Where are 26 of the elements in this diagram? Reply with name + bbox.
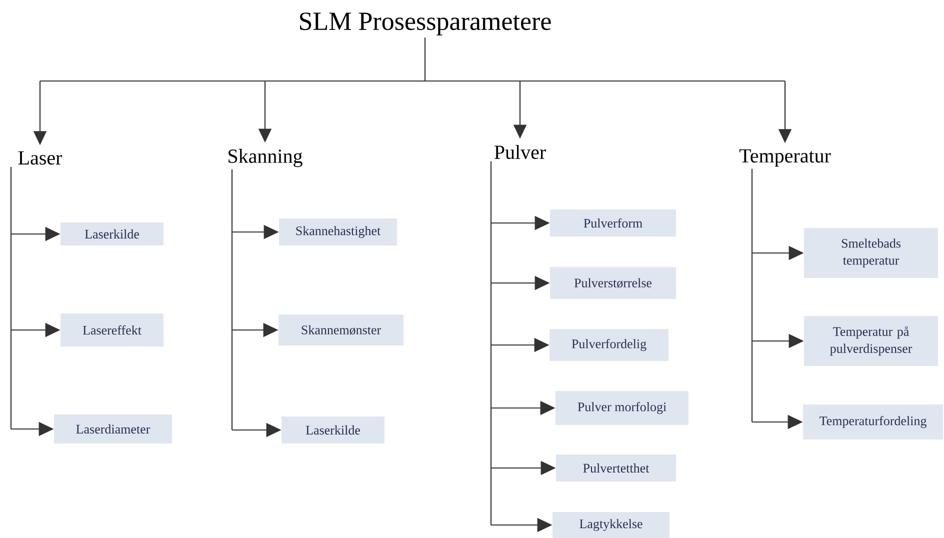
- parameter-box: Skannehastighet: [279, 218, 397, 246]
- category-label: Laser: [18, 151, 62, 165]
- parameter-box: Laserkilde: [282, 416, 384, 444]
- connector-line: [40, 80, 786, 82]
- parameter-box: Pulverstørrelse: [550, 267, 676, 299]
- parameter-box: Lasereffekt: [60, 314, 164, 346]
- parameter-box: Laserkilde: [60, 222, 164, 246]
- connector-line: [424, 38, 426, 81]
- connector-line: [490, 161, 492, 525]
- parameter-box: Laserdiameter: [54, 414, 172, 444]
- parameter-box: Pulverfordelig: [550, 329, 668, 361]
- connector-line: [751, 168, 753, 422]
- title-text: SLM Prosessparametere: [300, 12, 551, 36]
- category-label: Skanning: [228, 148, 302, 168]
- connector-line: [10, 166, 12, 429]
- parameter-box: Pulvertetthet: [556, 454, 676, 482]
- parameter-box: Temperaturfordeling: [803, 404, 944, 440]
- connector-line: [231, 169, 233, 430]
- parameter-box: Lagtykkelse: [552, 512, 670, 538]
- parameter-box: Smeltebads temperatur: [804, 228, 938, 278]
- category-label: Pulver: [494, 144, 546, 160]
- parameter-box: Skannemønster: [278, 314, 404, 346]
- category-label: Temperatur: [739, 149, 831, 167]
- parameter-box: Pulver morfologi: [556, 391, 688, 425]
- parameter-box: Pulverform: [550, 210, 676, 236]
- parameter-box: Temperatur på pulverdispenser: [804, 316, 938, 366]
